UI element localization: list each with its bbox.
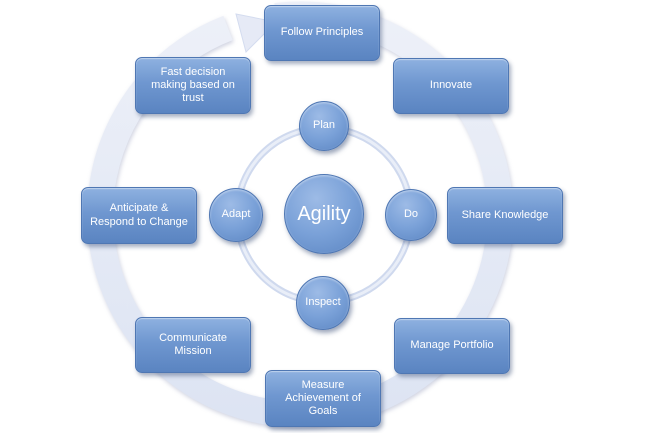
cycle-node-plan: Plan <box>299 101 349 151</box>
agility-hub: Agility <box>284 174 364 254</box>
principle-follow-principles: Follow Principles <box>264 5 380 61</box>
cycle-node-do: Do <box>385 189 437 241</box>
cycle-node-inspect: Inspect <box>296 276 350 330</box>
principle-share-knowledge: Share Knowledge <box>447 187 563 244</box>
principle-communicate-mission: Communicate Mission <box>135 317 251 373</box>
principle-anticipate-respond: Anticipate & Respond to Change <box>81 187 197 244</box>
principle-fast-decision: Fast decision making based on trust <box>135 57 251 114</box>
principle-manage-portfolio: Manage Portfolio <box>394 318 510 374</box>
principle-measure-achievement: Measure Achievement of Goals <box>265 370 381 427</box>
cycle-node-adapt: Adapt <box>209 188 263 242</box>
principle-innovate: Innovate <box>393 58 509 114</box>
